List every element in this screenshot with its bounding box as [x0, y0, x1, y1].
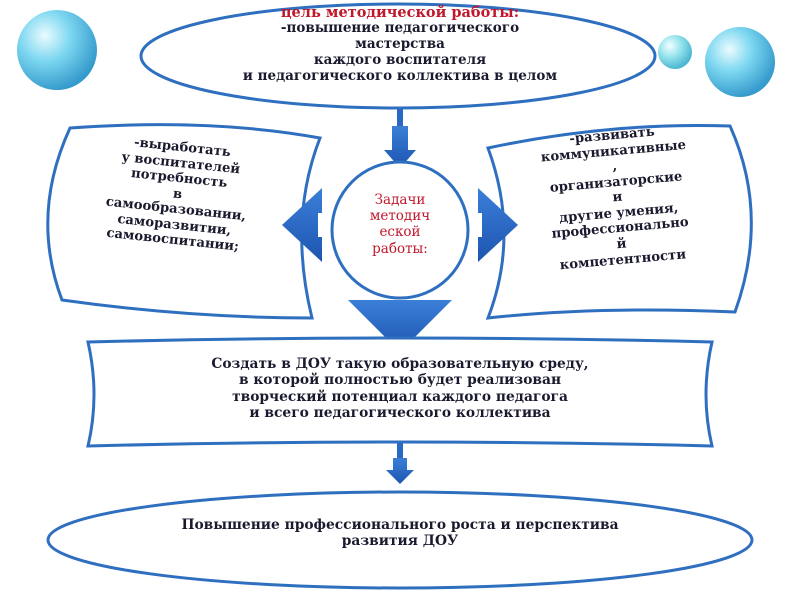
arrow-left	[282, 188, 322, 262]
environment-line: и всего педагогического коллектива	[249, 404, 551, 421]
left-task-text: -выработать у воспитателей потребность в…	[80, 131, 275, 259]
growth-text: Повышение профессионального роста и перс…	[110, 517, 690, 550]
goal-text: цель методической работы: -повышение пед…	[205, 4, 595, 85]
goal-line: и педагогического коллектива в целом	[242, 67, 558, 84]
growth-ellipse	[46, 490, 754, 590]
decor-sphere-small	[658, 35, 692, 69]
goal-line: -повышение педагогического	[280, 20, 520, 37]
arrow-right	[478, 188, 518, 262]
right-task-box	[485, 123, 753, 320]
growth-line: Повышение профессионального роста и перс…	[181, 517, 619, 533]
tasks-circle	[330, 160, 470, 300]
tasks-title-line: методич	[369, 208, 431, 225]
tasks-title-line: работы:	[372, 240, 428, 257]
environment-line: в которой полностью будет реализован	[238, 372, 562, 389]
arrow-down-center	[348, 300, 452, 352]
tasks-title-line: Задачи	[374, 192, 426, 208]
tasks-title: Задачи методич еской работы:	[350, 192, 450, 257]
arrow-down-goal	[384, 126, 416, 168]
environment-text: Создать в ДОУ такую образовательную сред…	[110, 356, 690, 421]
environment-box	[86, 336, 714, 448]
decor-sphere-left	[17, 10, 97, 90]
goal-ellipse	[139, 2, 657, 110]
tasks-title-line: еской	[379, 224, 421, 241]
environment-line: Создать в ДОУ такую образовательную сред…	[211, 356, 589, 372]
right-task-text: -развивать коммуникативные , организатор…	[519, 120, 716, 276]
growth-line: развития ДОУ	[341, 533, 459, 550]
left-task-box	[46, 123, 323, 320]
decor-sphere-right	[705, 27, 775, 97]
arrow-down-bottom	[386, 458, 414, 484]
goal-line: мастерства	[355, 36, 445, 53]
environment-line: творческий потенциал каждого педагога	[232, 388, 568, 405]
goal-line: каждого воспитателя	[313, 51, 487, 68]
goal-title: цель методической работы:	[280, 4, 520, 21]
